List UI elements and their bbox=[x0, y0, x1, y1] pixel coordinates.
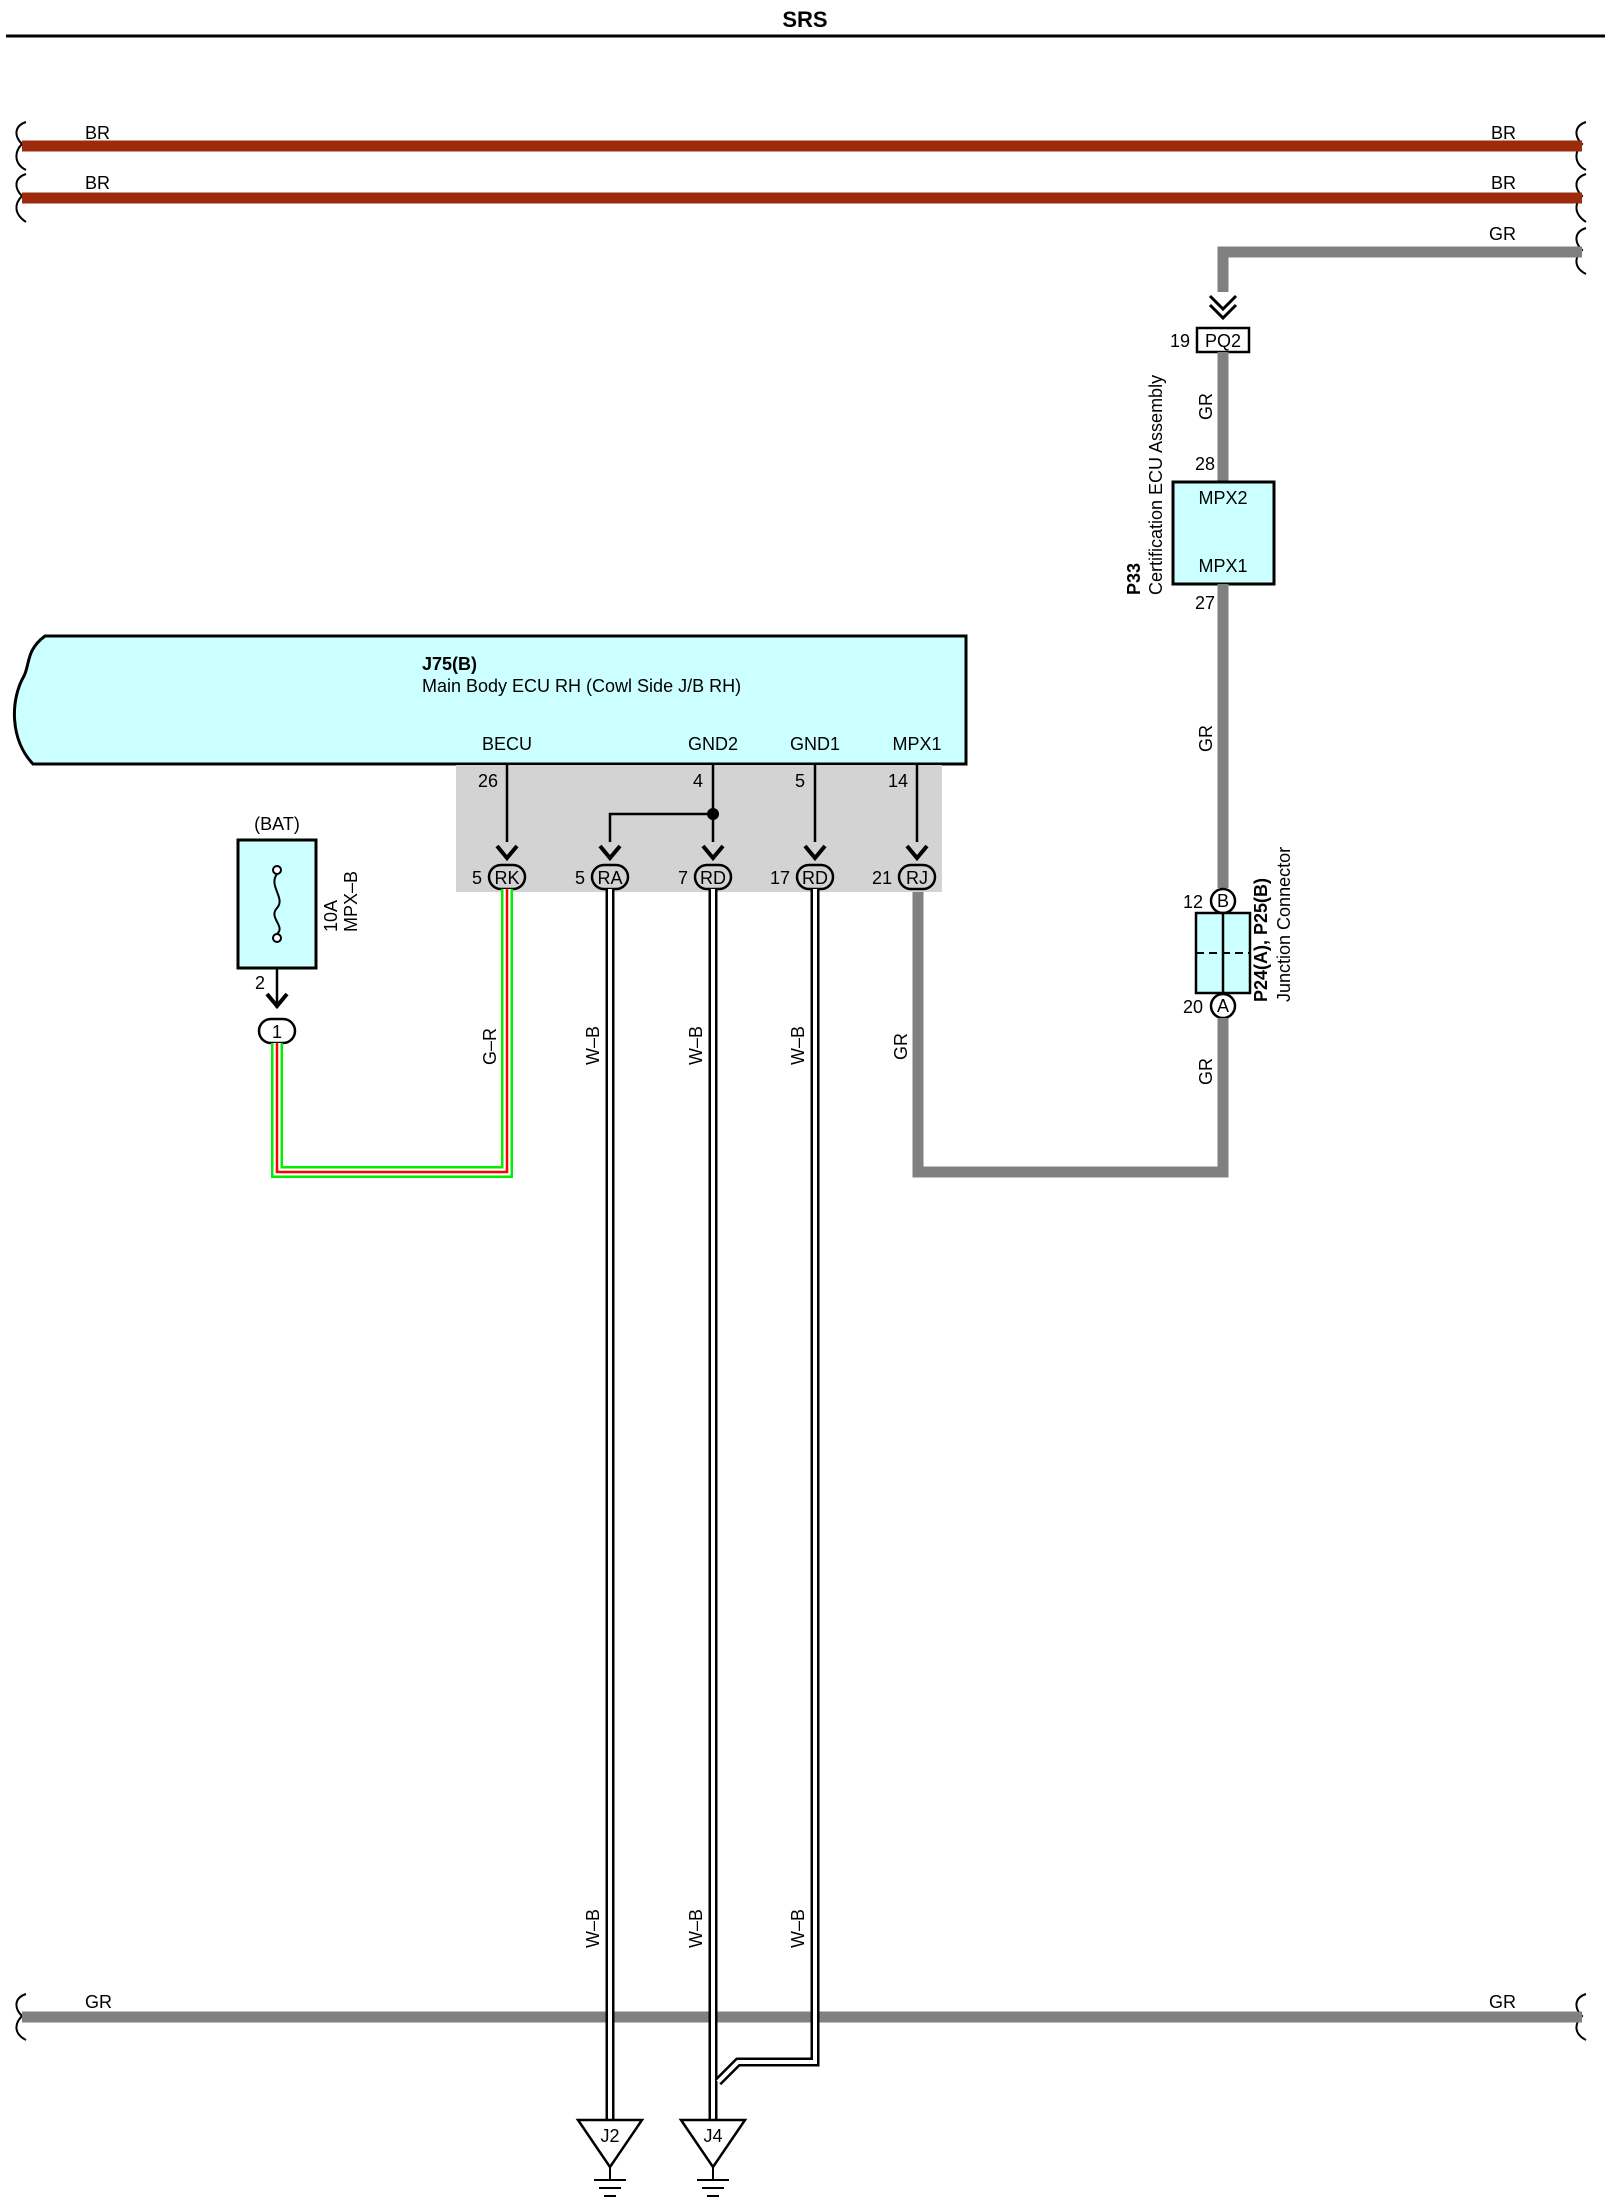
pq2-pin: 19 bbox=[1170, 331, 1190, 351]
jb-arrows bbox=[495, 844, 929, 862]
wire-w-b-label-1: W–B bbox=[583, 1026, 603, 1065]
ground-j4-label: J4 bbox=[703, 2126, 722, 2146]
pq2-code: PQ2 bbox=[1205, 331, 1241, 351]
main-ecu-box bbox=[12, 634, 968, 766]
wire-gr-label-4: GR bbox=[891, 1033, 911, 1060]
bus-br-1-label-left: BR bbox=[85, 123, 110, 143]
junction-letter-a: A bbox=[1217, 996, 1229, 1016]
wire-w-b-label-6: W–B bbox=[788, 1909, 808, 1948]
jb-pin-rd-7: 7 bbox=[678, 868, 688, 888]
wire-g-r-label: G–R bbox=[480, 1028, 500, 1065]
main-term-becu: BECU bbox=[482, 734, 532, 754]
bus-br-2-label-left: BR bbox=[85, 173, 110, 193]
jb-pin-rk: 5 bbox=[472, 868, 482, 888]
jb-code-rk: RK bbox=[494, 868, 519, 888]
fuse-mpx-b: (BAT) 10A MPX–B 2 1 bbox=[236, 814, 361, 1045]
jb-internal-wiring bbox=[505, 765, 919, 842]
jb-connector-rj: RJ 21 bbox=[872, 863, 937, 891]
ecu-pin-4: 4 bbox=[693, 771, 703, 791]
bus-gr-top-wire bbox=[1217, 246, 1582, 292]
cert-term-mpx1: MPX1 bbox=[1198, 556, 1247, 576]
jb-connector-rk: RK 5 bbox=[472, 863, 527, 891]
jb-code-rj: RJ bbox=[906, 868, 928, 888]
wire-gr-junction-to-rj bbox=[912, 891, 1229, 1178]
bus-br-2: BR BR bbox=[15, 173, 1587, 223]
bus-br-1-label-right: BR bbox=[1491, 123, 1516, 143]
jb-connector-rd-17: RD 17 bbox=[770, 863, 835, 891]
jb-code-rd-17: RD bbox=[802, 868, 828, 888]
page-title: SRS bbox=[782, 7, 827, 32]
wire-w-b-label-2: W–B bbox=[686, 1026, 706, 1065]
wire-g-r bbox=[271, 889, 513, 1178]
ecu-pin-26: 26 bbox=[478, 771, 498, 791]
jb-connector-ra: RA 5 bbox=[575, 863, 630, 891]
jb-code-ra: RA bbox=[597, 868, 622, 888]
bus-br-1: BR BR bbox=[15, 121, 1587, 171]
cert-ecu-name: Certification ECU Assembly bbox=[1146, 375, 1166, 595]
ecu-pin-5: 5 bbox=[795, 771, 805, 791]
jb-pin-rd-17: 17 bbox=[770, 868, 790, 888]
wire-w-b-label-3: W–B bbox=[788, 1026, 808, 1065]
wire-gr-label-2: GR bbox=[1196, 725, 1216, 752]
ground-j2-icon bbox=[594, 2179, 626, 2197]
wire-gr-label-3: GR bbox=[1196, 1058, 1216, 1085]
fuse-icon bbox=[273, 873, 281, 935]
fuse-name: MPX–B bbox=[341, 871, 361, 932]
wire-w-b-label-4: W–B bbox=[583, 1909, 603, 1948]
bus-gr-bottom-label-right: GR bbox=[1489, 1992, 1516, 2012]
jb-pin-ra: 5 bbox=[575, 868, 585, 888]
ecu-pin-14: 14 bbox=[888, 771, 908, 791]
splice-point bbox=[707, 808, 719, 820]
fuse-connector: 1 bbox=[272, 1022, 282, 1042]
ground-j4-icon bbox=[697, 2179, 729, 2197]
junction-connector-id: P24(A), P25(B) bbox=[1251, 878, 1271, 1002]
bus-gr-bottom: GR GR bbox=[15, 1992, 1587, 2041]
wire-w-b-label-5: W–B bbox=[686, 1909, 706, 1948]
junction-pin-12: 12 bbox=[1183, 892, 1203, 912]
connector-pq2: PQ2 19 bbox=[1170, 294, 1251, 354]
bus-gr-top-label: GR bbox=[1489, 224, 1516, 244]
fuse-box bbox=[236, 838, 318, 970]
cert-term-mpx2: MPX2 bbox=[1198, 488, 1247, 508]
cert-pin-27: 27 bbox=[1195, 593, 1215, 613]
fuse-source: (BAT) bbox=[254, 814, 300, 834]
ground-j4: J4 bbox=[678, 2118, 748, 2197]
cert-pin-28: 28 bbox=[1195, 454, 1215, 474]
cert-connector-id: P33 bbox=[1124, 563, 1144, 595]
main-term-gnd2: GND2 bbox=[688, 734, 738, 754]
junction-letter-b: B bbox=[1217, 891, 1229, 911]
main-ecu-connector-id: J75(B) bbox=[422, 654, 477, 674]
jb-code-rd-7: RD bbox=[700, 868, 726, 888]
bus-br-2-label-right: BR bbox=[1491, 173, 1516, 193]
main-body-ecu: J75(B) Main Body ECU RH (Cowl Side J/B R… bbox=[12, 634, 968, 766]
page-header: SRS bbox=[6, 7, 1605, 38]
bus-gr-top: GR bbox=[1217, 224, 1587, 292]
junction-connector: B 12 A 20 P24(A), P25(B) Junction Connec… bbox=[1183, 847, 1294, 1020]
jb-connector-rd-7: RD 7 bbox=[678, 863, 733, 891]
junction-pin-20: 20 bbox=[1183, 997, 1203, 1017]
jb-pin-rj: 21 bbox=[872, 868, 892, 888]
junction-name: Junction Connector bbox=[1274, 847, 1294, 1002]
fuse-pin: 2 bbox=[255, 973, 265, 993]
main-ecu-name: Main Body ECU RH (Cowl Side J/B RH) bbox=[422, 676, 741, 696]
main-term-gnd1: GND1 bbox=[790, 734, 840, 754]
ground-j2: J2 bbox=[575, 2118, 645, 2197]
bus-gr-bottom-label-left: GR bbox=[85, 1992, 112, 2012]
ground-j2-label: J2 bbox=[600, 2126, 619, 2146]
wire-gr-label-1: GR bbox=[1196, 393, 1216, 420]
fuse-rating: 10A bbox=[321, 900, 341, 932]
main-term-mpx1: MPX1 bbox=[892, 734, 941, 754]
wire-w-b-rd17 bbox=[714, 889, 820, 2086]
